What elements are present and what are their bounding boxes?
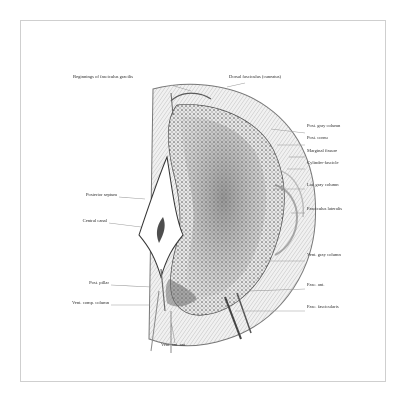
label-posterior-septum: Posterior septum	[51, 193, 117, 198]
label-vent-ant: Vent. ant. ant.	[161, 343, 186, 348]
label-vent-comp-column: Vent. comp. column	[41, 301, 109, 306]
label-marginal-fissure: Marginal fissure	[307, 149, 337, 154]
label-fasciculus-gracilis: Beginnings of fasciculus gracilis	[73, 75, 133, 80]
label-vent-gray-column: Vent. gray column	[307, 253, 341, 258]
label-fasc-ant: Fasc. ant.	[307, 283, 324, 288]
label-post-gray-column: Post. gray column	[307, 124, 340, 129]
figure-frame: Beginnings of fasciculus gracilis Dorsal…	[20, 20, 386, 382]
label-post-pillar: Post. pillar	[51, 281, 109, 286]
label-central-canal: Central canal	[51, 219, 107, 224]
label-dorsal-fasciculus: Dorsal fasciculus (cuneatus)	[229, 75, 281, 80]
label-fasciculus-lateralis: Fasciculus lateralis	[307, 207, 342, 212]
label-lat-gray-column: Lat. gray column	[307, 183, 339, 188]
label-fasc-fascicularis: Fasc. fascicularis	[307, 305, 339, 310]
label-cylinder-fascicle: Cylinder-fascicle	[307, 161, 339, 166]
label-post-cornu: Post. cornu	[307, 136, 328, 141]
